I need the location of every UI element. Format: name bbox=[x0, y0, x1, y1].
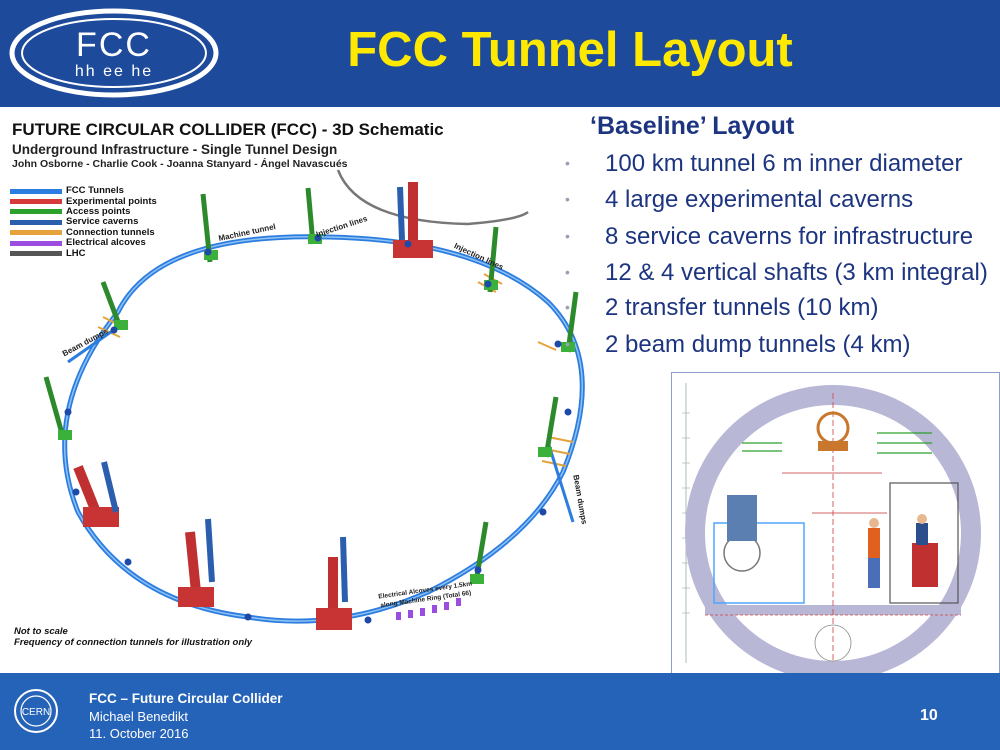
schematic-authors: John Osborne - Charlie Cook - Joanna Sta… bbox=[12, 158, 348, 170]
list-item-text: 2 beam dump tunnels (4 km) bbox=[605, 331, 910, 359]
list-item-text: 100 km tunnel 6 m inner diameter bbox=[605, 150, 963, 178]
list-item-text: 12 & 4 vertical shafts (3 km integral) bbox=[605, 259, 988, 287]
cern-logo-text: CERN bbox=[22, 707, 50, 718]
slide-title: FCC Tunnel Layout bbox=[270, 22, 870, 78]
bullet-icon: • bbox=[565, 336, 570, 352]
list-item: • 8 service caverns for infrastructure bbox=[560, 223, 1000, 259]
tunnel-cross-section bbox=[671, 372, 1000, 674]
footer-title: FCC – Future Circular Collider bbox=[89, 691, 283, 706]
bullet-icon: • bbox=[565, 264, 570, 280]
bullet-icon: • bbox=[565, 228, 570, 244]
connection-tunnels-note: Frequency of connection tunnels for illu… bbox=[14, 637, 252, 648]
list-item: • 12 & 4 vertical shafts (3 km integral) bbox=[560, 259, 1000, 295]
bullet-icon: • bbox=[565, 155, 570, 171]
legend-swatch bbox=[10, 230, 62, 235]
list-item-text: 2 transfer tunnels (10 km) bbox=[605, 294, 878, 322]
legend-item: Service caverns bbox=[10, 217, 180, 227]
list-item: • 4 large experimental caverns bbox=[560, 186, 1000, 222]
connection-tunnels bbox=[98, 274, 573, 466]
fcc-logo-text: FCC bbox=[76, 26, 152, 64]
schematic-legend: FCC Tunnels Experimental points Access p… bbox=[10, 186, 180, 259]
schematic-subtitle: Underground Infrastructure - Single Tunn… bbox=[12, 142, 337, 157]
list-item: • 2 beam dump tunnels (4 km) bbox=[560, 331, 1000, 367]
legend-label: Electrical alcoves bbox=[66, 238, 146, 248]
fcc-logo-subtext: hh ee he bbox=[75, 63, 153, 80]
legend-item: FCC Tunnels bbox=[10, 186, 180, 196]
legend-swatch bbox=[10, 209, 62, 214]
footer-author: Michael Benedikt bbox=[89, 709, 188, 724]
list-item: • 2 transfer tunnels (10 km) bbox=[560, 294, 1000, 330]
page-number: 10 bbox=[920, 707, 938, 725]
not-to-scale-note: Not to scale bbox=[14, 626, 68, 637]
fcc-logo: FCC hh ee he bbox=[8, 6, 220, 100]
legend-item: Electrical alcoves bbox=[10, 238, 180, 248]
list-item: • 100 km tunnel 6 m inner diameter bbox=[560, 150, 1000, 186]
bullet-icon: • bbox=[565, 299, 570, 315]
legend-label: LHC bbox=[66, 249, 86, 259]
schematic-title: FUTURE CIRCULAR COLLIDER (FCC) - 3D Sche… bbox=[12, 120, 444, 140]
legend-swatch bbox=[10, 199, 62, 204]
legend-label: Service caverns bbox=[66, 217, 138, 227]
legend-swatch bbox=[10, 220, 62, 225]
legend-item: LHC bbox=[10, 248, 180, 258]
legend-swatch bbox=[10, 251, 62, 256]
legend-swatch bbox=[10, 189, 62, 194]
fcc-tunnel-ring bbox=[65, 237, 583, 621]
list-item-text: 4 large experimental caverns bbox=[605, 186, 913, 214]
legend-swatch bbox=[10, 241, 62, 246]
baseline-heading: ‘Baseline’ Layout bbox=[590, 112, 794, 141]
list-item-text: 8 service caverns for infrastructure bbox=[605, 223, 973, 251]
cern-logo: CERN bbox=[12, 687, 60, 735]
legend-label: FCC Tunnels bbox=[66, 186, 124, 196]
footer-date: 11. October 2016 bbox=[89, 726, 189, 741]
bullet-icon: • bbox=[565, 191, 570, 207]
